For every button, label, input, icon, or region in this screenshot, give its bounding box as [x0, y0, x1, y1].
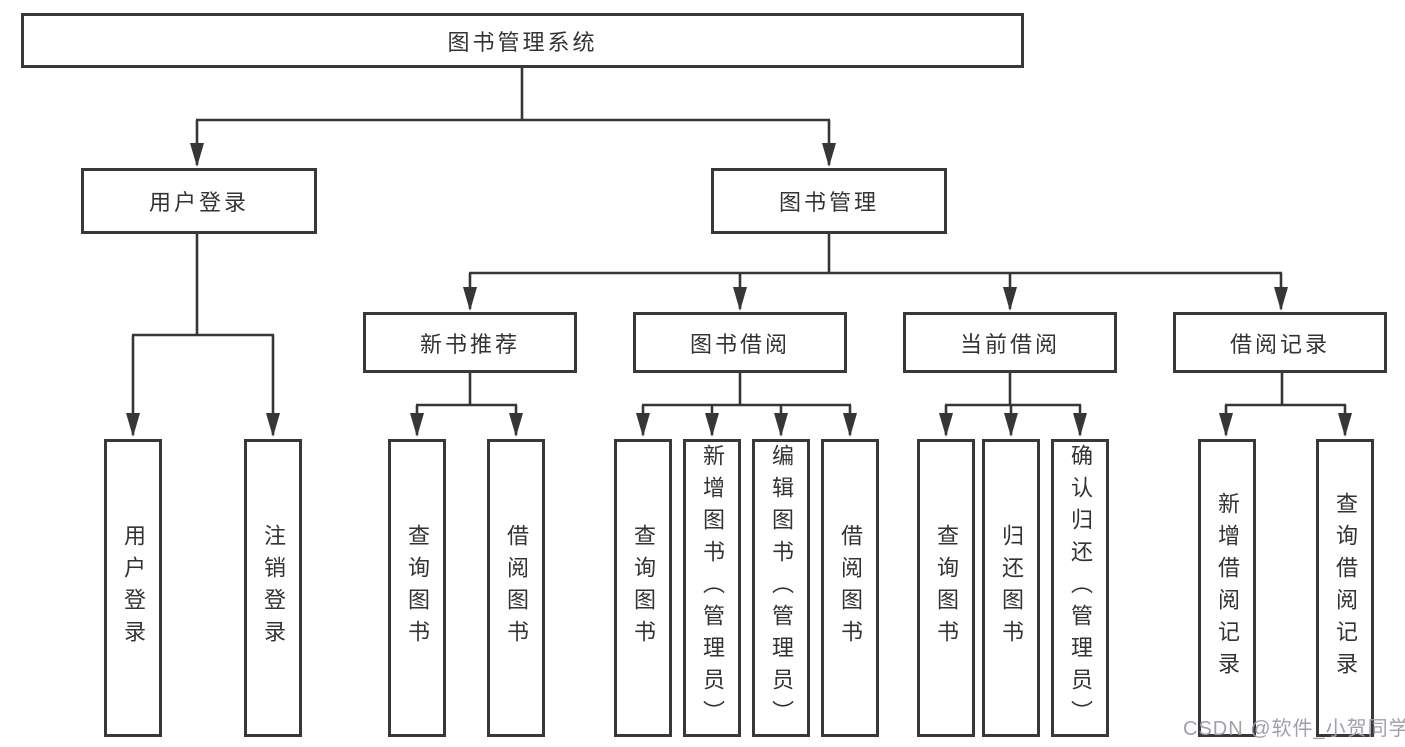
node-library-management-system: 图书管理系统 — [21, 13, 1024, 68]
leaf-return-books: 归还图书 — [982, 439, 1040, 737]
node-book-borrow: 图书借阅 — [633, 312, 847, 373]
node-label: 用户登录 — [148, 190, 249, 215]
leaf-query-books-recommend: 查询图书 — [388, 439, 446, 737]
node-label: 图书管理系统 — [447, 29, 598, 55]
leaf-label: 新增图书（管理员） — [700, 444, 725, 732]
node-label: 新书推荐 — [419, 331, 520, 357]
node-label: 图书借阅 — [689, 331, 790, 357]
leaf-label: 注销登录 — [261, 524, 286, 652]
node-book-management: 图书管理 — [711, 168, 947, 234]
leaf-label: 借阅图书 — [504, 524, 529, 652]
node-new-book-recommend: 新书推荐 — [363, 312, 577, 373]
leaf-borrow-books: 借阅图书 — [821, 439, 879, 737]
leaf-add-books-admin: 新增图书（管理员） — [683, 439, 741, 737]
leaf-label: 用户登录 — [121, 524, 146, 652]
node-current-borrow: 当前借阅 — [903, 312, 1117, 373]
leaf-label: 查询图书 — [631, 524, 656, 652]
leaf-logout: 注销登录 — [244, 439, 302, 737]
leaf-label: 查询图书 — [934, 524, 959, 652]
leaf-user-login: 用户登录 — [104, 439, 162, 737]
leaf-label: 查询图书 — [405, 524, 430, 652]
leaf-label: 新增借阅记录 — [1215, 492, 1240, 684]
leaf-query-books-borrow: 查询图书 — [614, 439, 672, 737]
leaf-edit-books-admin: 编辑图书（管理员） — [752, 439, 810, 737]
leaf-add-borrow-record: 新增借阅记录 — [1198, 439, 1256, 737]
leaf-confirm-return-admin: 确认归还（管理员） — [1051, 439, 1109, 737]
node-borrow-records: 借阅记录 — [1173, 312, 1387, 373]
csdn-watermark: CSDN @软件_小贺同学 — [1183, 718, 1405, 740]
leaf-label: 查询借阅记录 — [1333, 492, 1358, 684]
leaf-label: 借阅图书 — [838, 524, 863, 652]
node-label: 借阅记录 — [1229, 331, 1330, 357]
node-user-login: 用户登录 — [81, 168, 317, 234]
leaf-query-borrow-record: 查询借阅记录 — [1316, 439, 1374, 737]
leaf-label: 确认归还（管理员） — [1068, 444, 1093, 732]
leaf-label: 编辑图书（管理员） — [769, 444, 794, 732]
leaf-borrow-books-recommend: 借阅图书 — [487, 439, 545, 737]
leaf-label: 归还图书 — [999, 524, 1024, 652]
node-label: 当前借阅 — [959, 331, 1060, 357]
leaf-query-books-current: 查询图书 — [917, 439, 975, 737]
node-label: 图书管理 — [778, 190, 879, 215]
